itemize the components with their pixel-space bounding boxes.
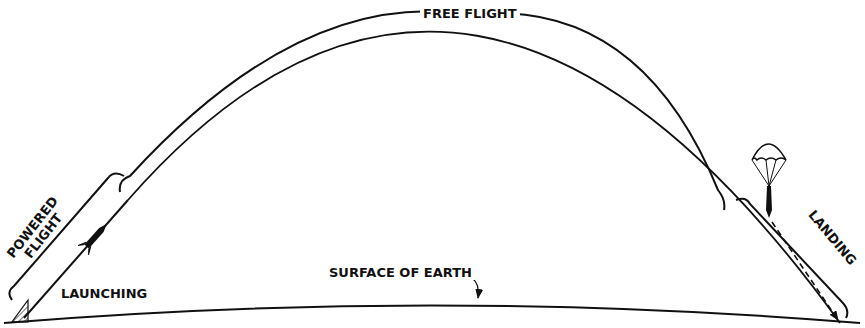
rocket: [78, 219, 112, 254]
bracket: [475, 13, 724, 210]
bracket: [120, 11, 465, 192]
part-label: SURFACE OF EARTH: [326, 266, 475, 280]
parachute: [752, 144, 786, 218]
section-label: POWERED FLIGHT: [1, 189, 75, 274]
bracket: [736, 199, 847, 318]
launch-tower: [12, 300, 28, 322]
section-label: LANDING: [804, 206, 861, 270]
leader-line: [472, 278, 478, 298]
free-flight-path: [128, 32, 840, 323]
section-label: FREE FLIGHT: [420, 7, 520, 21]
earth-surface: [4, 306, 860, 324]
part-label: LAUNCHING: [58, 287, 150, 301]
